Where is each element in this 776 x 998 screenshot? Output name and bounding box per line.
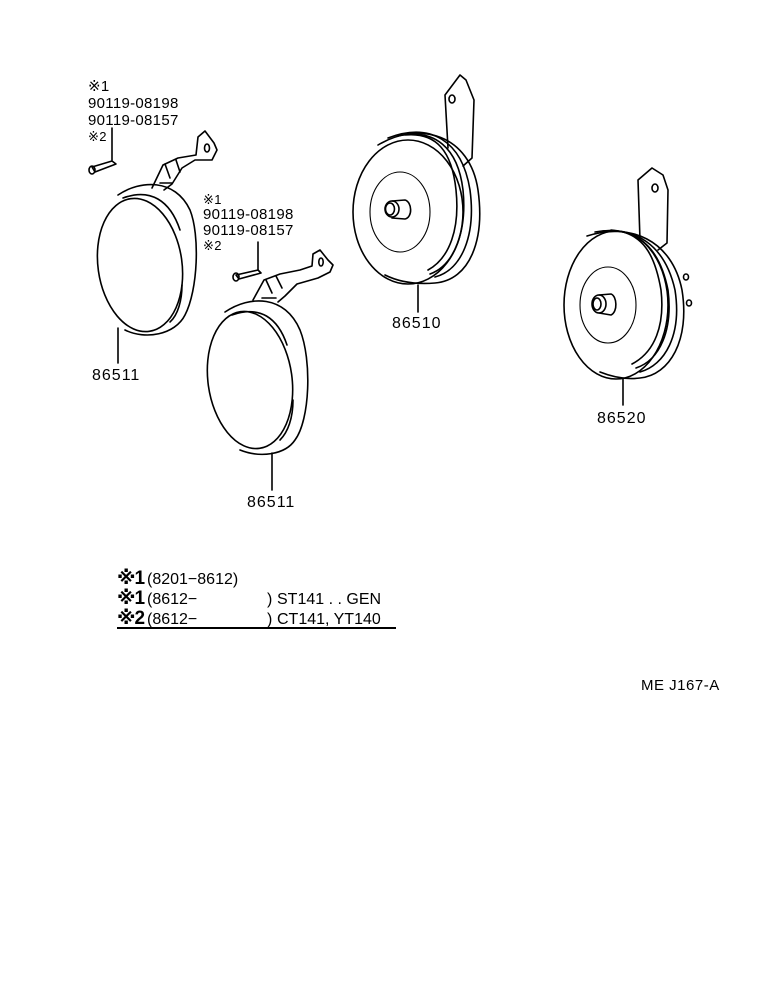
legend-row: ※1 (8201−8612) [117, 569, 399, 589]
legend-close: ) [267, 611, 273, 628]
horn-right [563, 167, 693, 406]
screw-middle-note2: ※2 [203, 238, 222, 253]
horn-cover-left [96, 130, 218, 364]
part-number-horn-center: 86510 [392, 315, 442, 332]
horn-center [352, 74, 481, 313]
part-number-horn-right: 86520 [597, 410, 647, 427]
legend-mark: ※1 [117, 588, 145, 609]
applicability-legend: ※1 (8201−8612) ※1 (8612− ) ST141 . . GEN… [117, 569, 399, 629]
screw-middle-part-a: 90119-08198 [203, 206, 294, 223]
screw-middle-part-b: 90119-08157 [203, 222, 294, 239]
screw-left-note2: ※2 [88, 129, 107, 144]
screw-left-note1: ※1 [88, 78, 110, 95]
legend-range: (8612− [147, 591, 198, 608]
illustration-code: ME J167-A [641, 677, 720, 694]
legend-row: ※2 (8612− ) CT141, YT140 [117, 609, 399, 629]
legend-row: ※1 (8612− ) ST141 . . GEN [117, 589, 399, 609]
part-number-cover-middle: 86511 [247, 494, 296, 511]
legend-mark: ※2 [117, 608, 145, 629]
screw-left-part-a: 90119-08198 [88, 95, 179, 112]
screw-middle-note1: ※1 [203, 192, 222, 207]
legend-models: CT141, YT140 [277, 611, 381, 628]
legend-range: (8612− [147, 611, 198, 628]
screw-middle [232, 241, 262, 282]
legend-models: ST141 . . GEN [277, 591, 382, 608]
part-number-cover-left: 86511 [92, 367, 141, 384]
legend-close: ) [267, 591, 273, 608]
legend-mark: ※1 [117, 568, 145, 589]
screw-left [88, 127, 117, 175]
horn-cover-middle [206, 249, 334, 491]
screw-left-part-b: 90119-08157 [88, 112, 179, 129]
legend-range: (8201−8612) [147, 571, 239, 588]
legend-underline [117, 627, 396, 629]
